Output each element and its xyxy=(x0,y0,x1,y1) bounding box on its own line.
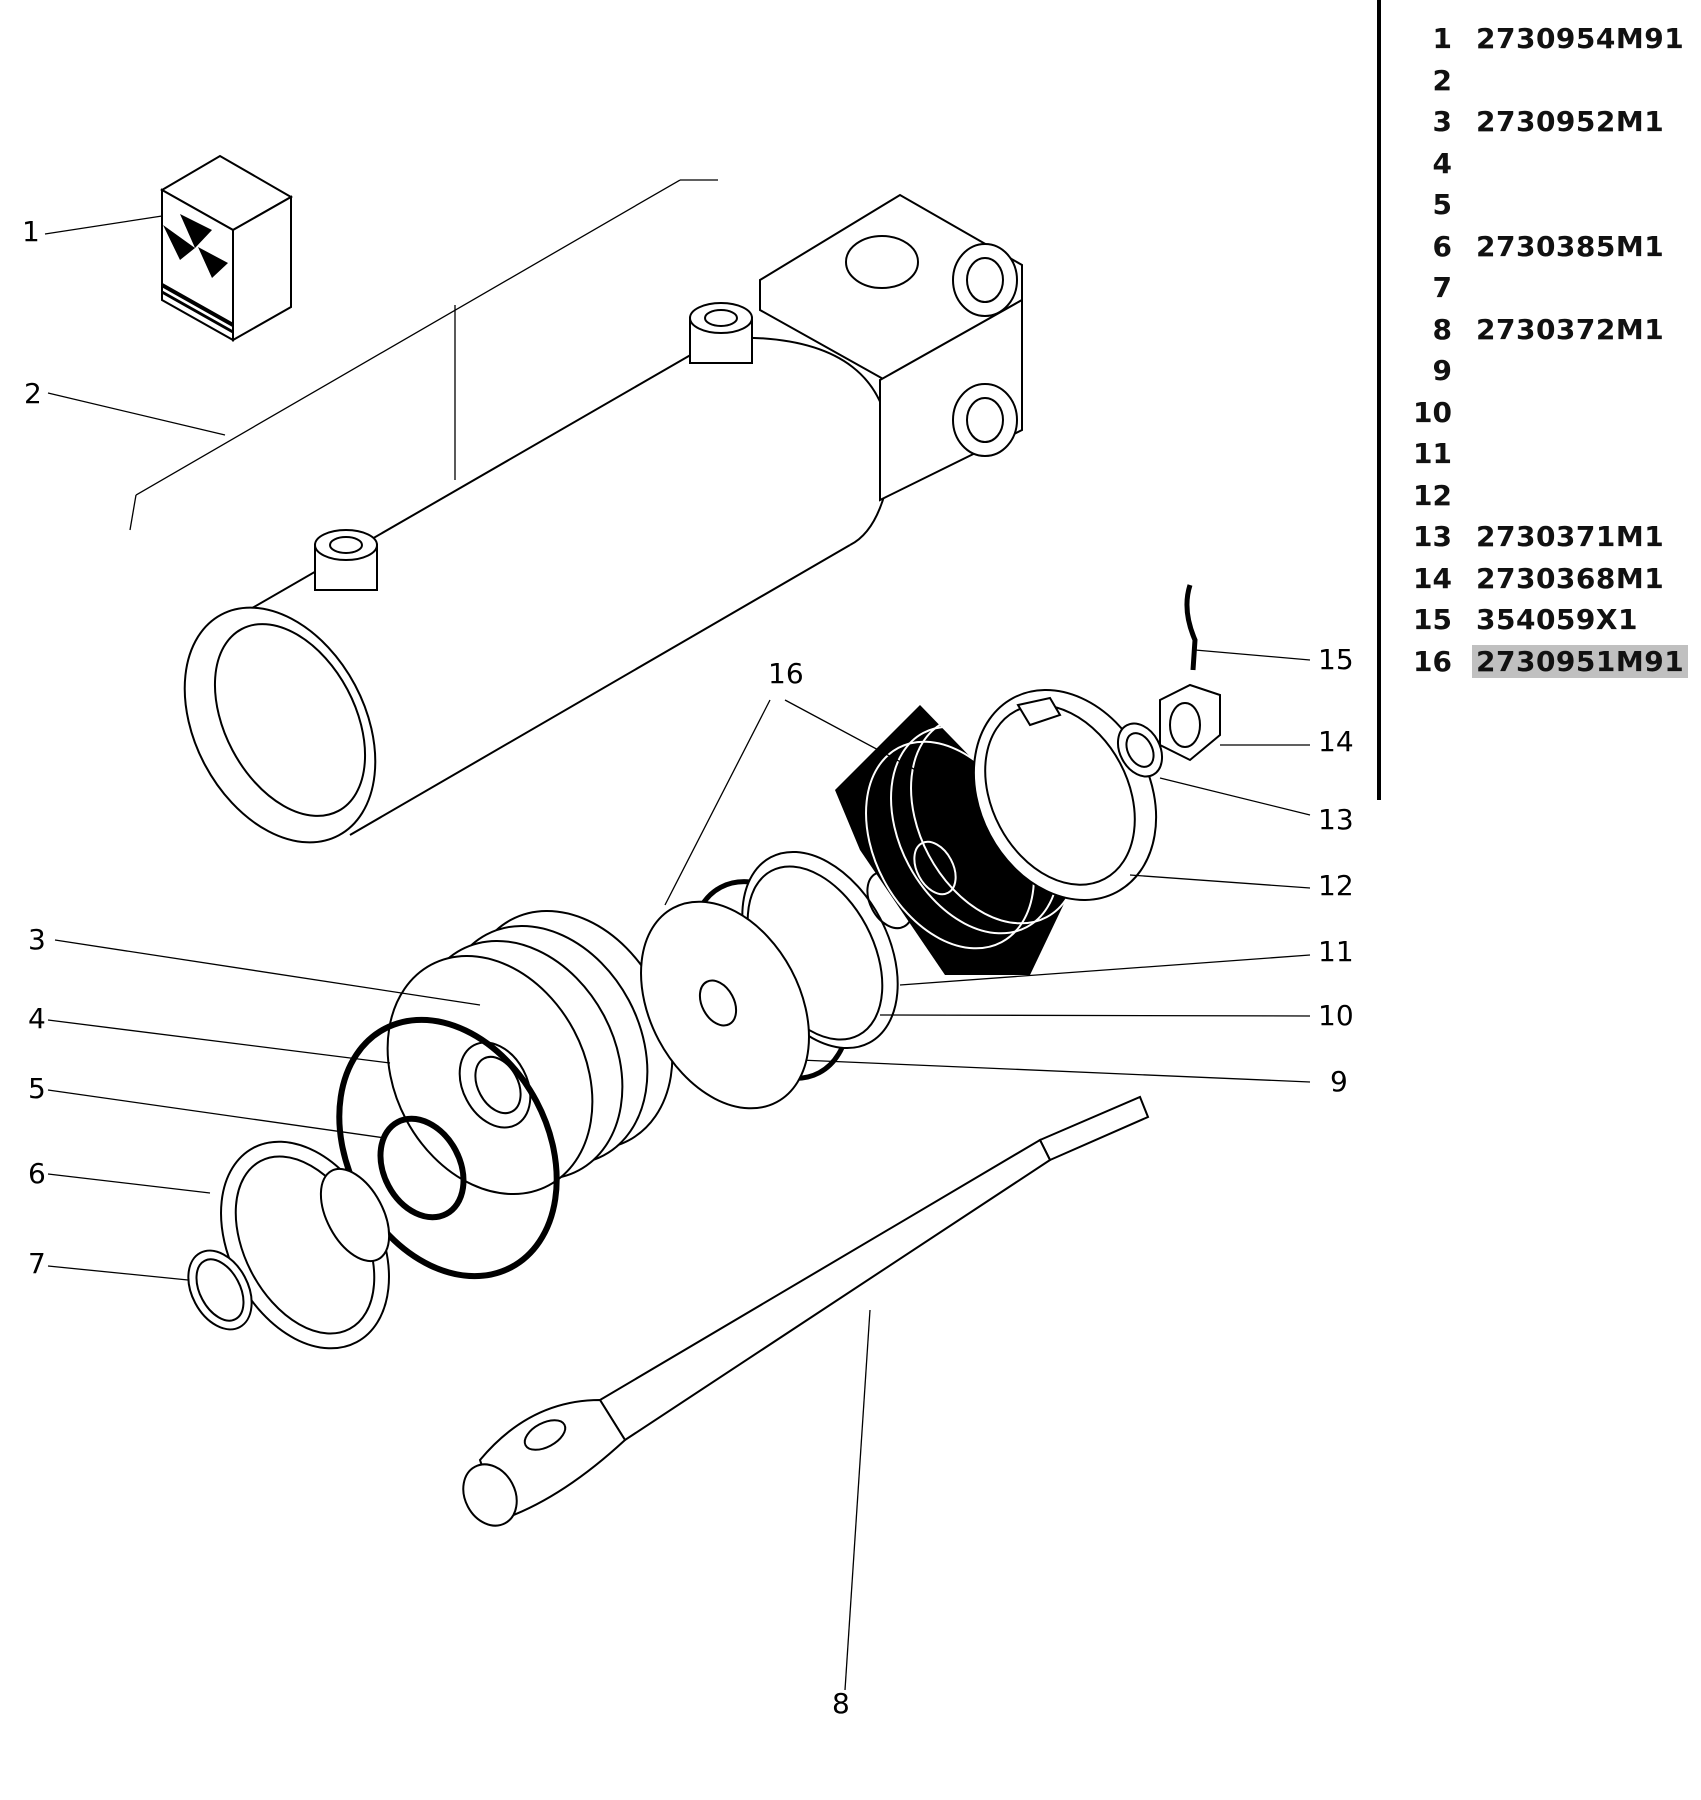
parts-list-row[interactable]: 3 2730952M1 xyxy=(1400,101,1700,143)
parts-list-row[interactable]: 2 xyxy=(1400,60,1700,102)
part-number[interactable]: 2730372M1 xyxy=(1476,312,1665,346)
part-6-wiper-ring[interactable] xyxy=(187,1113,423,1378)
parts-list-row[interactable]: 15 354059X1 xyxy=(1400,599,1700,641)
callout-10[interactable]: 10 xyxy=(1318,999,1354,1032)
part-ref: 3 xyxy=(1432,105,1452,139)
parts-list-row[interactable]: 10 xyxy=(1400,392,1700,434)
part-ref: 9 xyxy=(1432,354,1452,388)
part-8-piston-rod[interactable] xyxy=(453,1095,1150,1535)
parts-list-row[interactable]: 9 xyxy=(1400,350,1700,392)
callout-16[interactable]: 16 xyxy=(768,657,804,690)
part-ref: 2 xyxy=(1432,63,1452,97)
callout-5[interactable]: 5 xyxy=(28,1072,46,1105)
part-1-kit-box[interactable] xyxy=(159,154,294,342)
part-ref: 16 xyxy=(1413,644,1452,678)
part-15-cotter-pin[interactable] xyxy=(1184,584,1198,671)
part-ref: 14 xyxy=(1413,561,1452,595)
part-ref: 8 xyxy=(1432,312,1452,346)
part-5-o-ring[interactable] xyxy=(364,1104,480,1232)
callout-7[interactable]: 7 xyxy=(28,1247,46,1280)
callout-13[interactable]: 13 xyxy=(1318,803,1354,836)
clevis-end xyxy=(759,193,1023,502)
parts-list-row[interactable]: 12 xyxy=(1400,475,1700,517)
part-number[interactable]: 354059X1 xyxy=(1476,603,1638,637)
parts-list-row-selected[interactable]: 16 2730951M91 xyxy=(1400,641,1700,683)
callout-12[interactable]: 12 xyxy=(1318,869,1354,902)
part-ref: 4 xyxy=(1432,146,1452,180)
part-number[interactable]: 2730385M1 xyxy=(1476,229,1665,263)
parts-list-row[interactable]: 11 xyxy=(1400,433,1700,475)
parts-list-row[interactable]: 8 2730372M1 xyxy=(1400,309,1700,351)
callout-4[interactable]: 4 xyxy=(28,1002,46,1035)
part-number[interactable]: 2730952M1 xyxy=(1476,105,1665,139)
logo-triangle-icon xyxy=(163,225,195,260)
parts-list-row[interactable]: 14 2730368M1 xyxy=(1400,558,1700,600)
panel-divider xyxy=(1377,0,1381,800)
parts-list-row[interactable]: 13 2730371M1 xyxy=(1400,516,1700,558)
part-3-piston[interactable] xyxy=(347,875,712,1230)
part-ref: 1 xyxy=(1432,22,1452,56)
part-ref: 6 xyxy=(1432,229,1452,263)
part-ref: 7 xyxy=(1432,271,1452,305)
parts-list-row[interactable]: 1 2730954M91 xyxy=(1400,18,1700,60)
part-number-selected[interactable]: 2730951M91 xyxy=(1472,644,1689,678)
callout-15[interactable]: 15 xyxy=(1318,643,1354,676)
callout-9[interactable]: 9 xyxy=(1330,1065,1348,1098)
part-number[interactable]: 2730954M91 xyxy=(1476,22,1685,56)
exploded-parts-diagram xyxy=(44,154,1311,1691)
part-ref: 10 xyxy=(1413,395,1452,429)
port-fitting xyxy=(689,302,753,364)
callout-14[interactable]: 14 xyxy=(1318,725,1354,758)
callout-3[interactable]: 3 xyxy=(28,923,46,956)
parts-list-row[interactable]: 6 2730385M1 xyxy=(1400,226,1700,268)
parts-list-row[interactable]: 7 xyxy=(1400,267,1700,309)
part-number[interactable]: 2730371M1 xyxy=(1476,520,1665,554)
part-ref: 12 xyxy=(1413,478,1452,512)
parts-list-row[interactable]: 5 xyxy=(1400,184,1700,226)
part-ref: 5 xyxy=(1432,188,1452,222)
part-ref: 15 xyxy=(1413,603,1452,637)
callout-8[interactable]: 8 xyxy=(832,1687,850,1720)
logo-triangle-icon xyxy=(198,247,228,278)
parts-list-row[interactable]: 4 xyxy=(1400,143,1700,185)
callout-11[interactable]: 11 xyxy=(1318,935,1354,968)
part-16-washer[interactable] xyxy=(607,873,843,1138)
part-2-cylinder-barrel[interactable] xyxy=(129,179,1023,875)
logo-triangle-icon xyxy=(180,214,212,248)
part-ref: 11 xyxy=(1413,437,1452,471)
port-fitting xyxy=(314,529,378,591)
part-14-castle-nut[interactable] xyxy=(1159,683,1221,762)
callout-1[interactable]: 1 xyxy=(22,215,40,248)
part-number[interactable]: 2730368M1 xyxy=(1476,561,1665,595)
part-13-washer[interactable] xyxy=(1109,716,1171,784)
callout-6[interactable]: 6 xyxy=(28,1157,46,1190)
part-7-seal[interactable] xyxy=(176,1240,265,1340)
part-ref: 13 xyxy=(1413,520,1452,554)
callout-2[interactable]: 2 xyxy=(24,377,42,410)
